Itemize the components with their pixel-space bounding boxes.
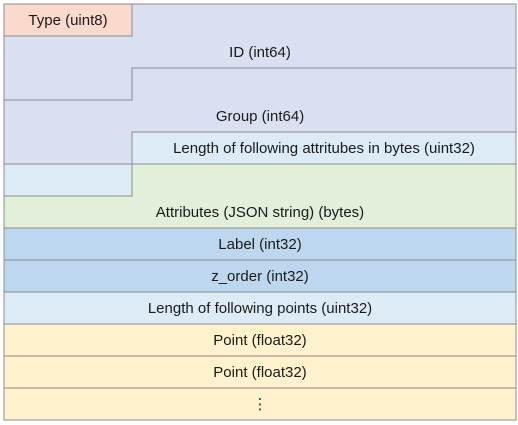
header-block-region — [4, 4, 516, 164]
z-order-field-label: z_order (int32) — [211, 268, 309, 285]
attr-length-continuation-cell — [4, 164, 132, 196]
point-field-cell-1 — [4, 324, 516, 356]
attributes-field-label: Attributes (JSON string) (bytes) — [156, 204, 364, 221]
point-field-label-1: Point (float32) — [213, 332, 306, 349]
divider-lines — [4, 4, 516, 389]
id-field-label: ID (int64) — [229, 44, 291, 61]
points-length-field-label: Length of following points (uint32) — [148, 300, 372, 317]
type-field-cell — [4, 4, 132, 36]
id-group-step-line — [4, 67, 516, 101]
label-field-label: Label (int32) — [218, 236, 301, 253]
z-order-field-cell — [4, 260, 516, 292]
group-attr-step-line — [4, 131, 516, 165]
attr-length-field-label: Length of following attritubes in bytes … — [173, 140, 475, 157]
point-field-cell-2 — [4, 356, 516, 388]
type-field-label: Type (uint8) — [28, 12, 107, 29]
label-field-cell — [4, 228, 516, 260]
point-field-label-2: Point (float32) — [213, 364, 306, 381]
ellipsis-field-cell — [4, 388, 516, 420]
points-length-field-cell — [4, 292, 516, 324]
ellipsis-label: ⋮ — [253, 396, 268, 413]
type-cell-border — [4, 4, 133, 37]
attr-continuation-step-line — [4, 164, 133, 197]
attr-length-field-cell — [132, 132, 516, 164]
diagram-outer-border — [3, 3, 517, 421]
group-field-label: Group (int64) — [216, 108, 304, 125]
